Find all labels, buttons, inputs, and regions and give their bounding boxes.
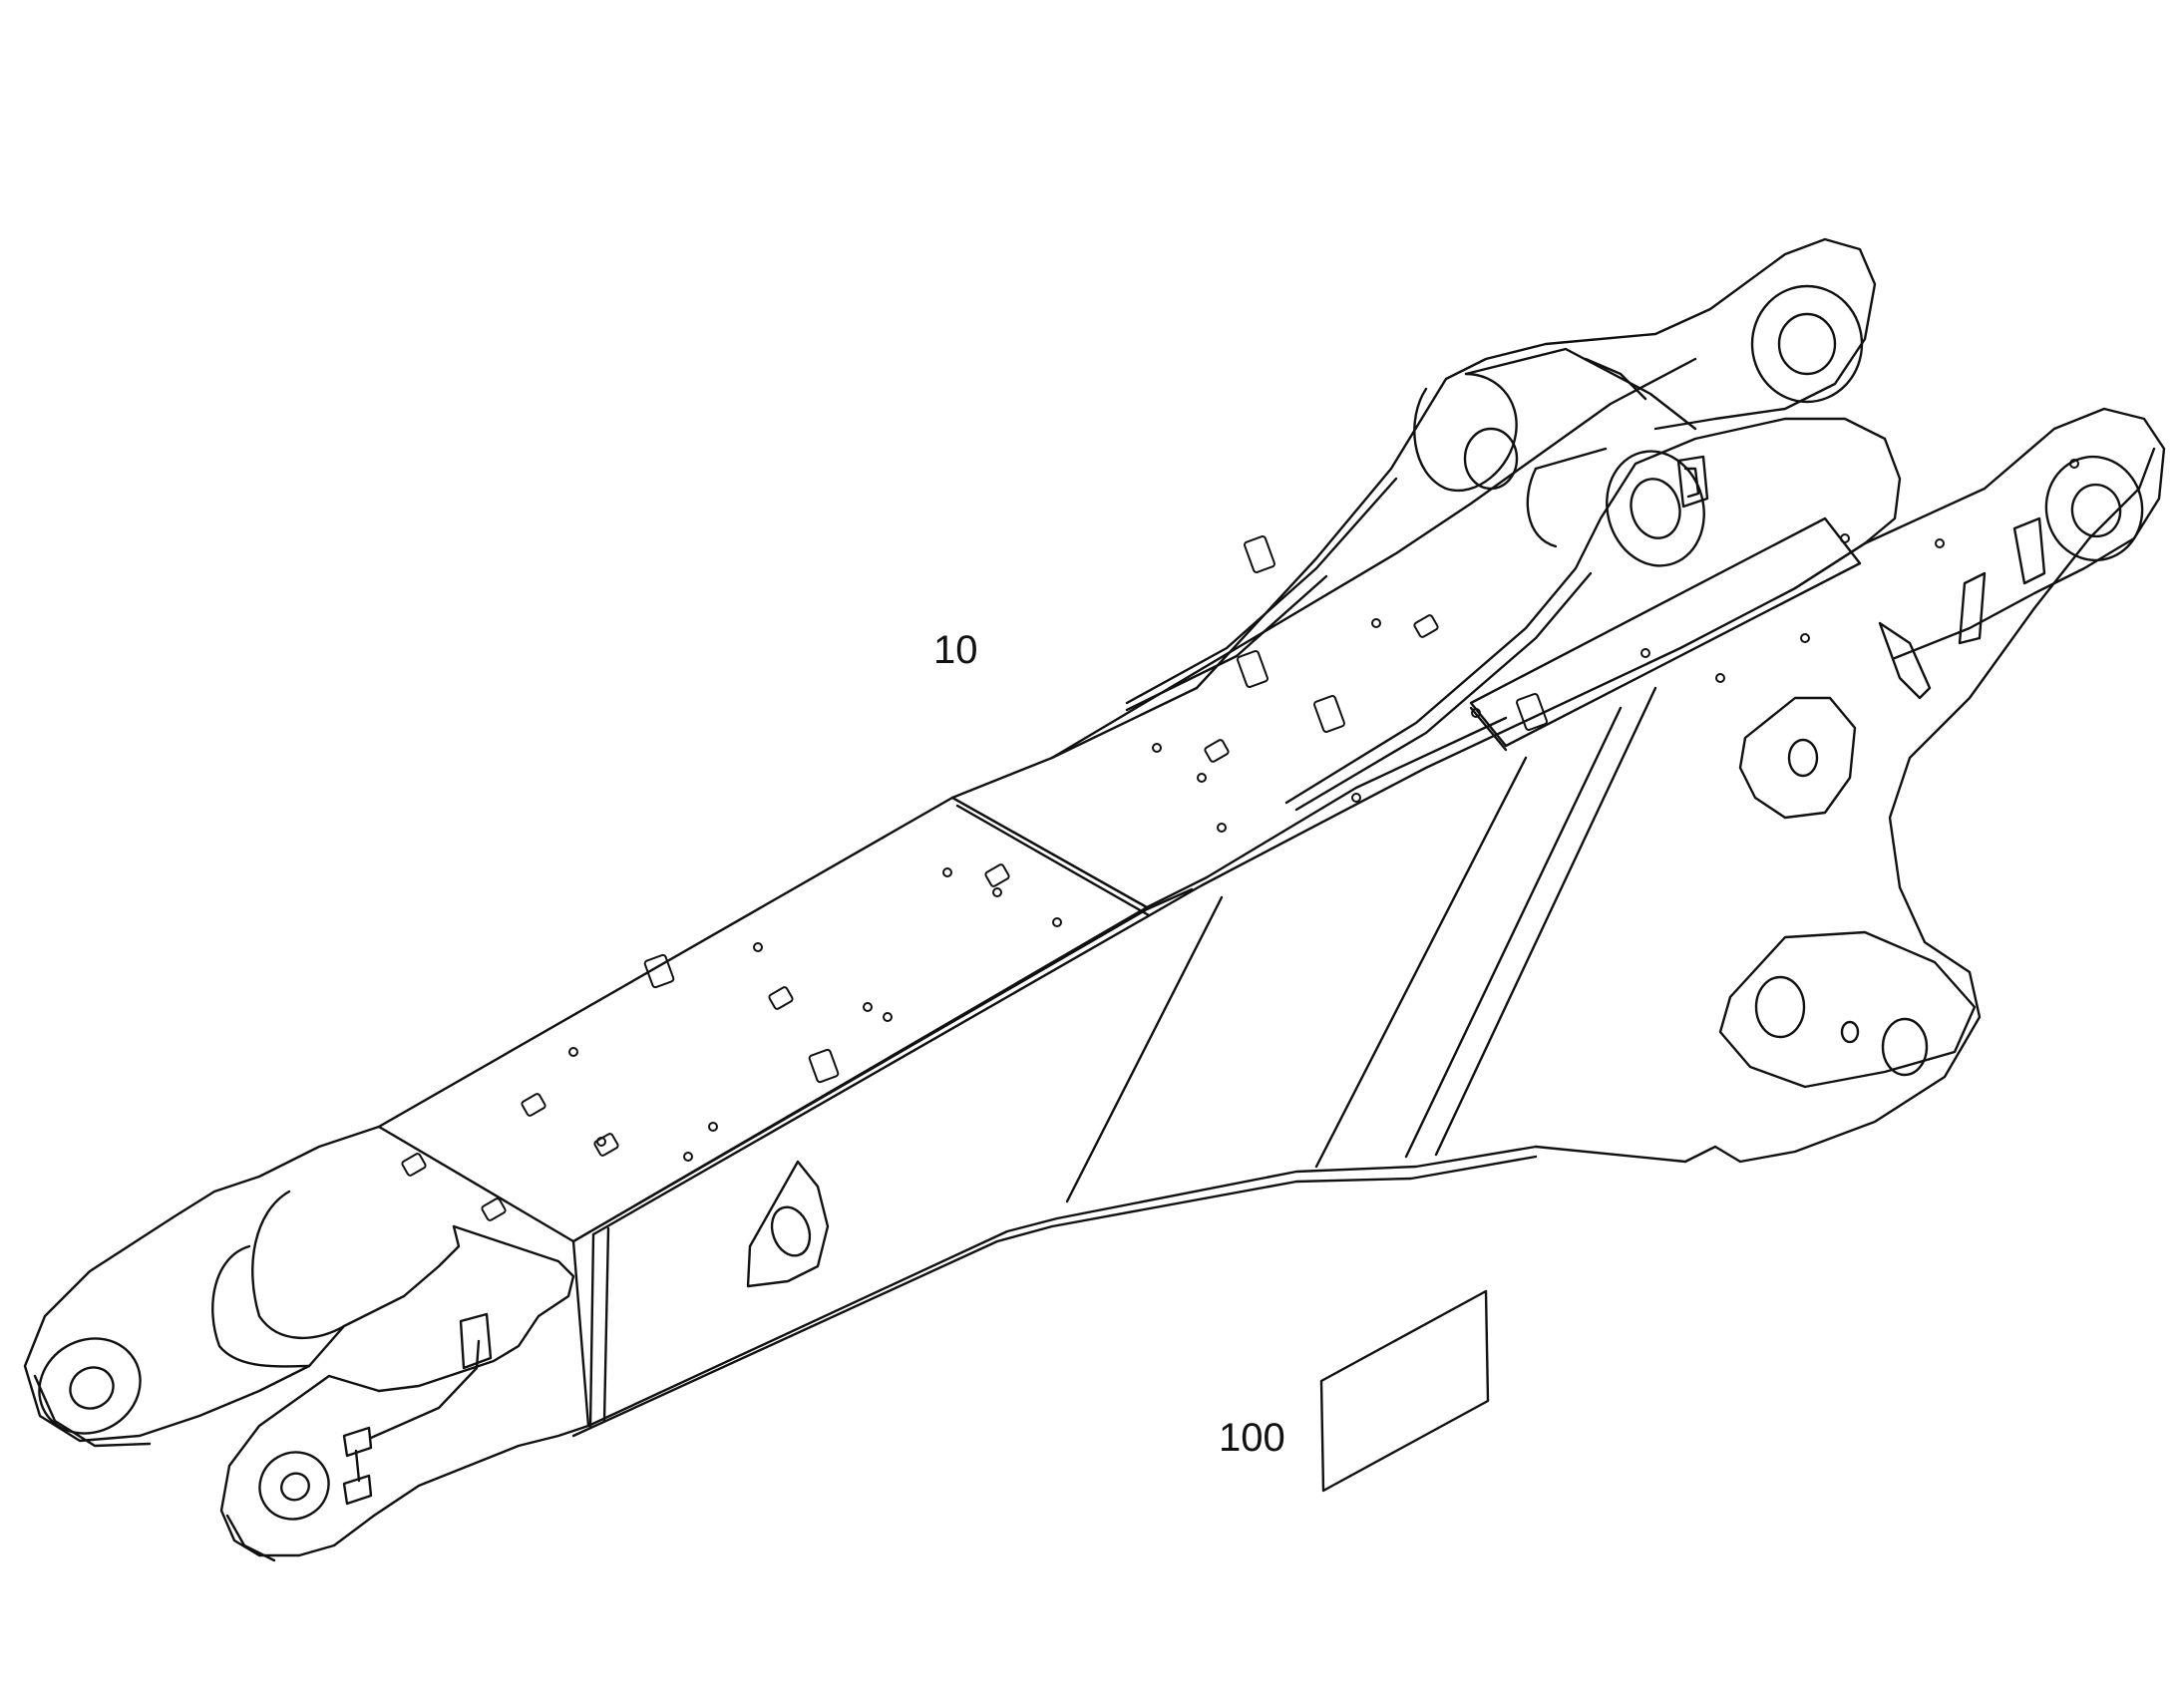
boom-fasteners bbox=[401, 459, 2079, 1221]
boom-body bbox=[377, 357, 2156, 1438]
boom-front-fork bbox=[23, 1125, 590, 1562]
callout-100: 100 bbox=[1219, 1416, 1285, 1460]
decal-plate bbox=[1319, 1289, 1490, 1493]
boom-upper-arms bbox=[1050, 237, 1902, 812]
boom-rear-end bbox=[1469, 407, 2166, 1089]
callout-10: 10 bbox=[933, 628, 978, 672]
boom-plate-details bbox=[746, 796, 1151, 1288]
